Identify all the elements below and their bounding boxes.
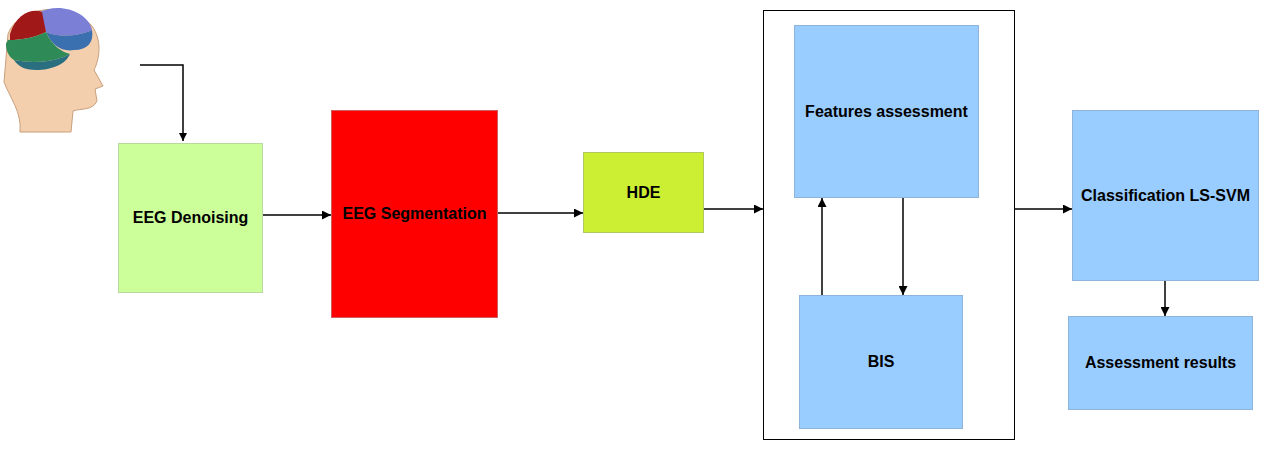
output-box: Assessment results xyxy=(1068,316,1253,410)
box-label: Features assessment xyxy=(805,101,968,123)
process-box: Features assessment xyxy=(794,25,979,198)
box-label: HDE xyxy=(627,182,661,204)
flow-arrow xyxy=(263,214,331,216)
process-box: Classification LS-SVM xyxy=(1072,110,1259,281)
box-label: EEG Denoising xyxy=(133,207,249,229)
box-label: BIS xyxy=(868,351,895,373)
process-box: BIS xyxy=(799,295,963,429)
flow-arrow xyxy=(821,198,823,295)
box-label: Assessment results xyxy=(1085,352,1236,374)
group-frame: Features assessmentBIS xyxy=(763,10,1015,440)
flow-arrow xyxy=(902,198,904,295)
flow-arrow xyxy=(1164,281,1166,316)
process-box: EEG Segmentation xyxy=(331,110,498,318)
box-label: Classification LS-SVM xyxy=(1081,185,1250,207)
box-label: EEG Segmentation xyxy=(342,203,486,225)
head-figure xyxy=(4,8,103,132)
process-box: HDE xyxy=(583,152,704,233)
flow-arrow xyxy=(498,212,583,214)
flow-arrow xyxy=(1015,208,1072,210)
process-box: EEG Denoising xyxy=(118,143,263,293)
input-arrow xyxy=(140,65,183,141)
flow-arrow xyxy=(704,208,763,210)
